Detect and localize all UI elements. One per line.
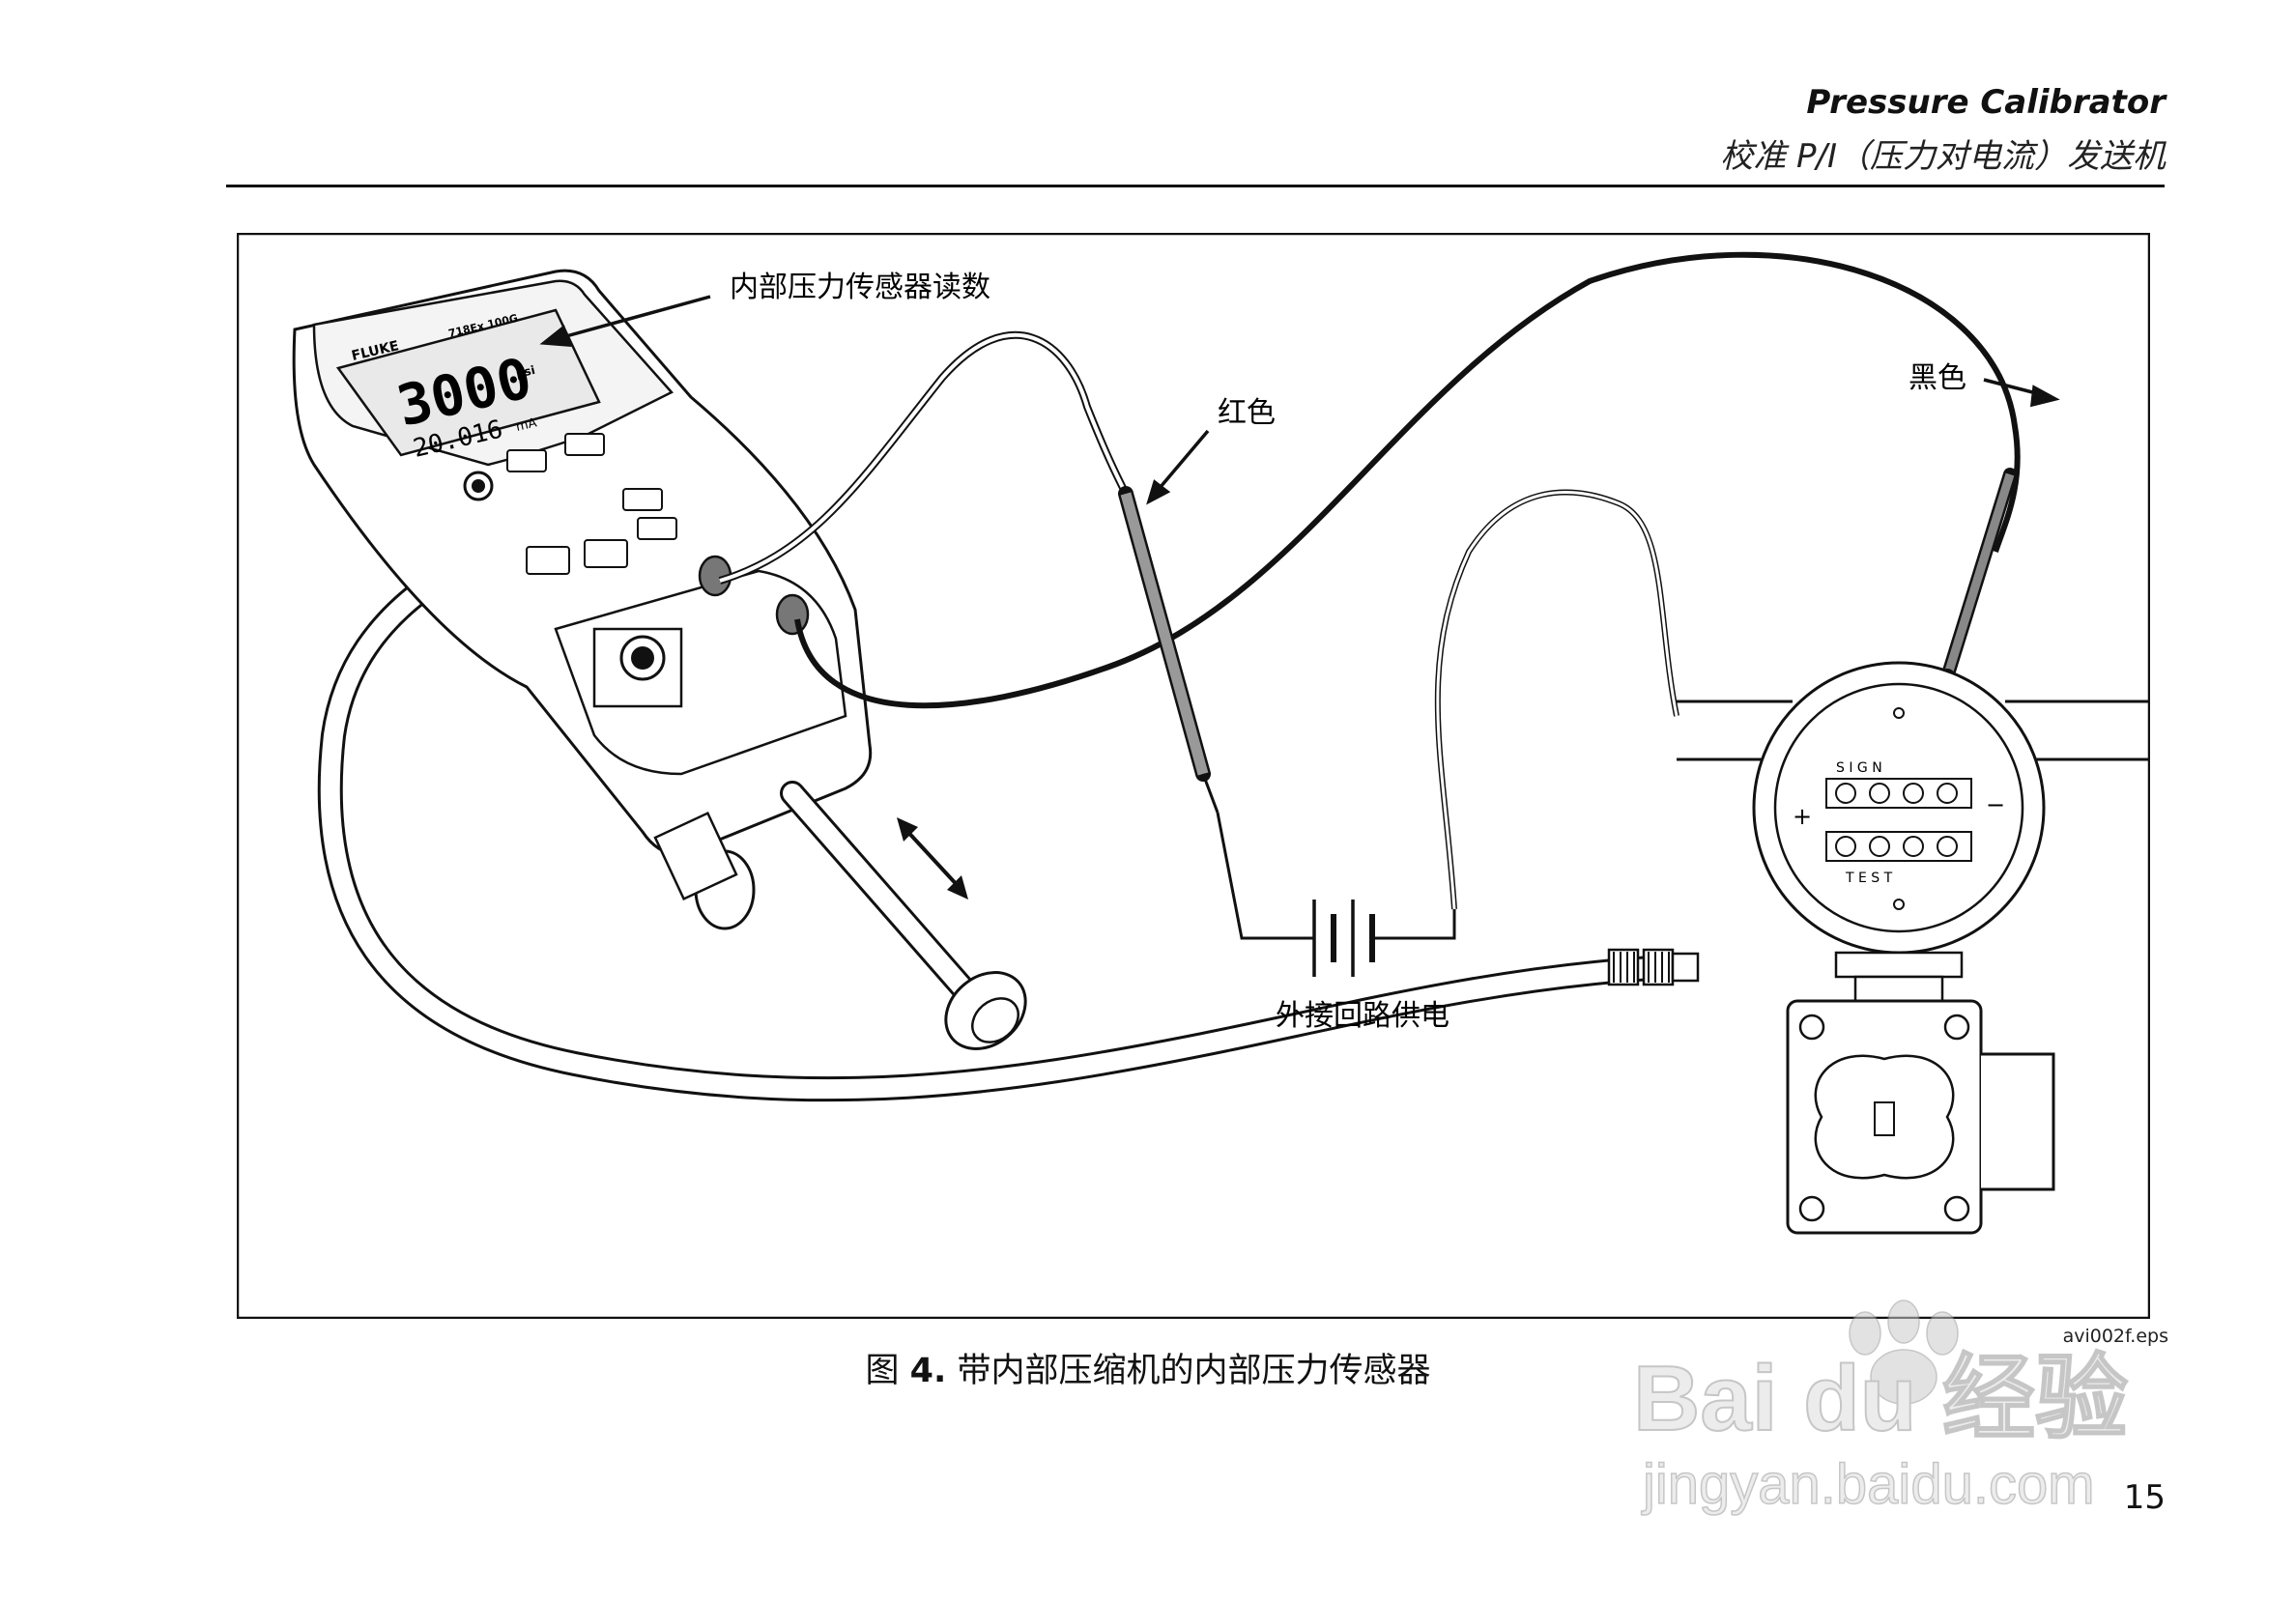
device-current-unit: mA bbox=[515, 415, 538, 434]
terminal-plus: + bbox=[1793, 803, 1812, 830]
caption-text: 带内部压缩机的内部压力传感器 bbox=[946, 1352, 1431, 1390]
callout-black: 黑色 bbox=[1909, 361, 1966, 395]
header-rule bbox=[226, 185, 2165, 187]
device-reading-unit: psi bbox=[515, 363, 536, 381]
caption-prefix: 图 bbox=[865, 1352, 910, 1390]
figure-diagram: FLUKE 718Ex 100G 3000 psi 20.016 mA bbox=[237, 233, 2150, 1319]
watermark-logo-text: Bai du 经验 bbox=[1633, 1347, 2128, 1450]
watermark-url: jingyan.baidu.com bbox=[1641, 1453, 2095, 1516]
callout-loop-power: 外接回路供电 bbox=[1276, 999, 1449, 1033]
pressure-hose bbox=[317, 481, 1700, 1102]
loop-power-supply bbox=[1216, 489, 1679, 977]
calibrator-device: FLUKE 718Ex 100G 3000 psi 20.016 mA bbox=[292, 269, 1027, 1050]
callout-arrows bbox=[539, 295, 2060, 505]
red-lead bbox=[718, 330, 1220, 814]
header-subtitle: 校准 P/I（压力对电流）发送机 bbox=[1720, 137, 2166, 176]
header-title: Pressure Calibrator bbox=[1806, 83, 2166, 122]
figure-caption: 图 4. 带内部压缩机的内部压力传感器 bbox=[0, 1343, 2296, 1392]
caption-number: 4. bbox=[909, 1352, 947, 1390]
terminal-minus: − bbox=[1986, 791, 2005, 818]
callout-red: 红色 bbox=[1218, 396, 1276, 430]
page-number: 15 bbox=[2123, 1478, 2166, 1517]
transmitter: S I G N T E S T + − bbox=[1677, 661, 2150, 1235]
figure-file-tag: avi002f.eps bbox=[2062, 1326, 2168, 1347]
watermark-logo: Bai du 经验 jingyan.baidu.com bbox=[1632, 1300, 2129, 1517]
terminal-top-label: S I G N bbox=[1836, 760, 1882, 776]
terminal-bottom-label: T E S T bbox=[1845, 871, 1893, 886]
callout-internal-reading: 内部压力传感器读数 bbox=[730, 271, 990, 304]
